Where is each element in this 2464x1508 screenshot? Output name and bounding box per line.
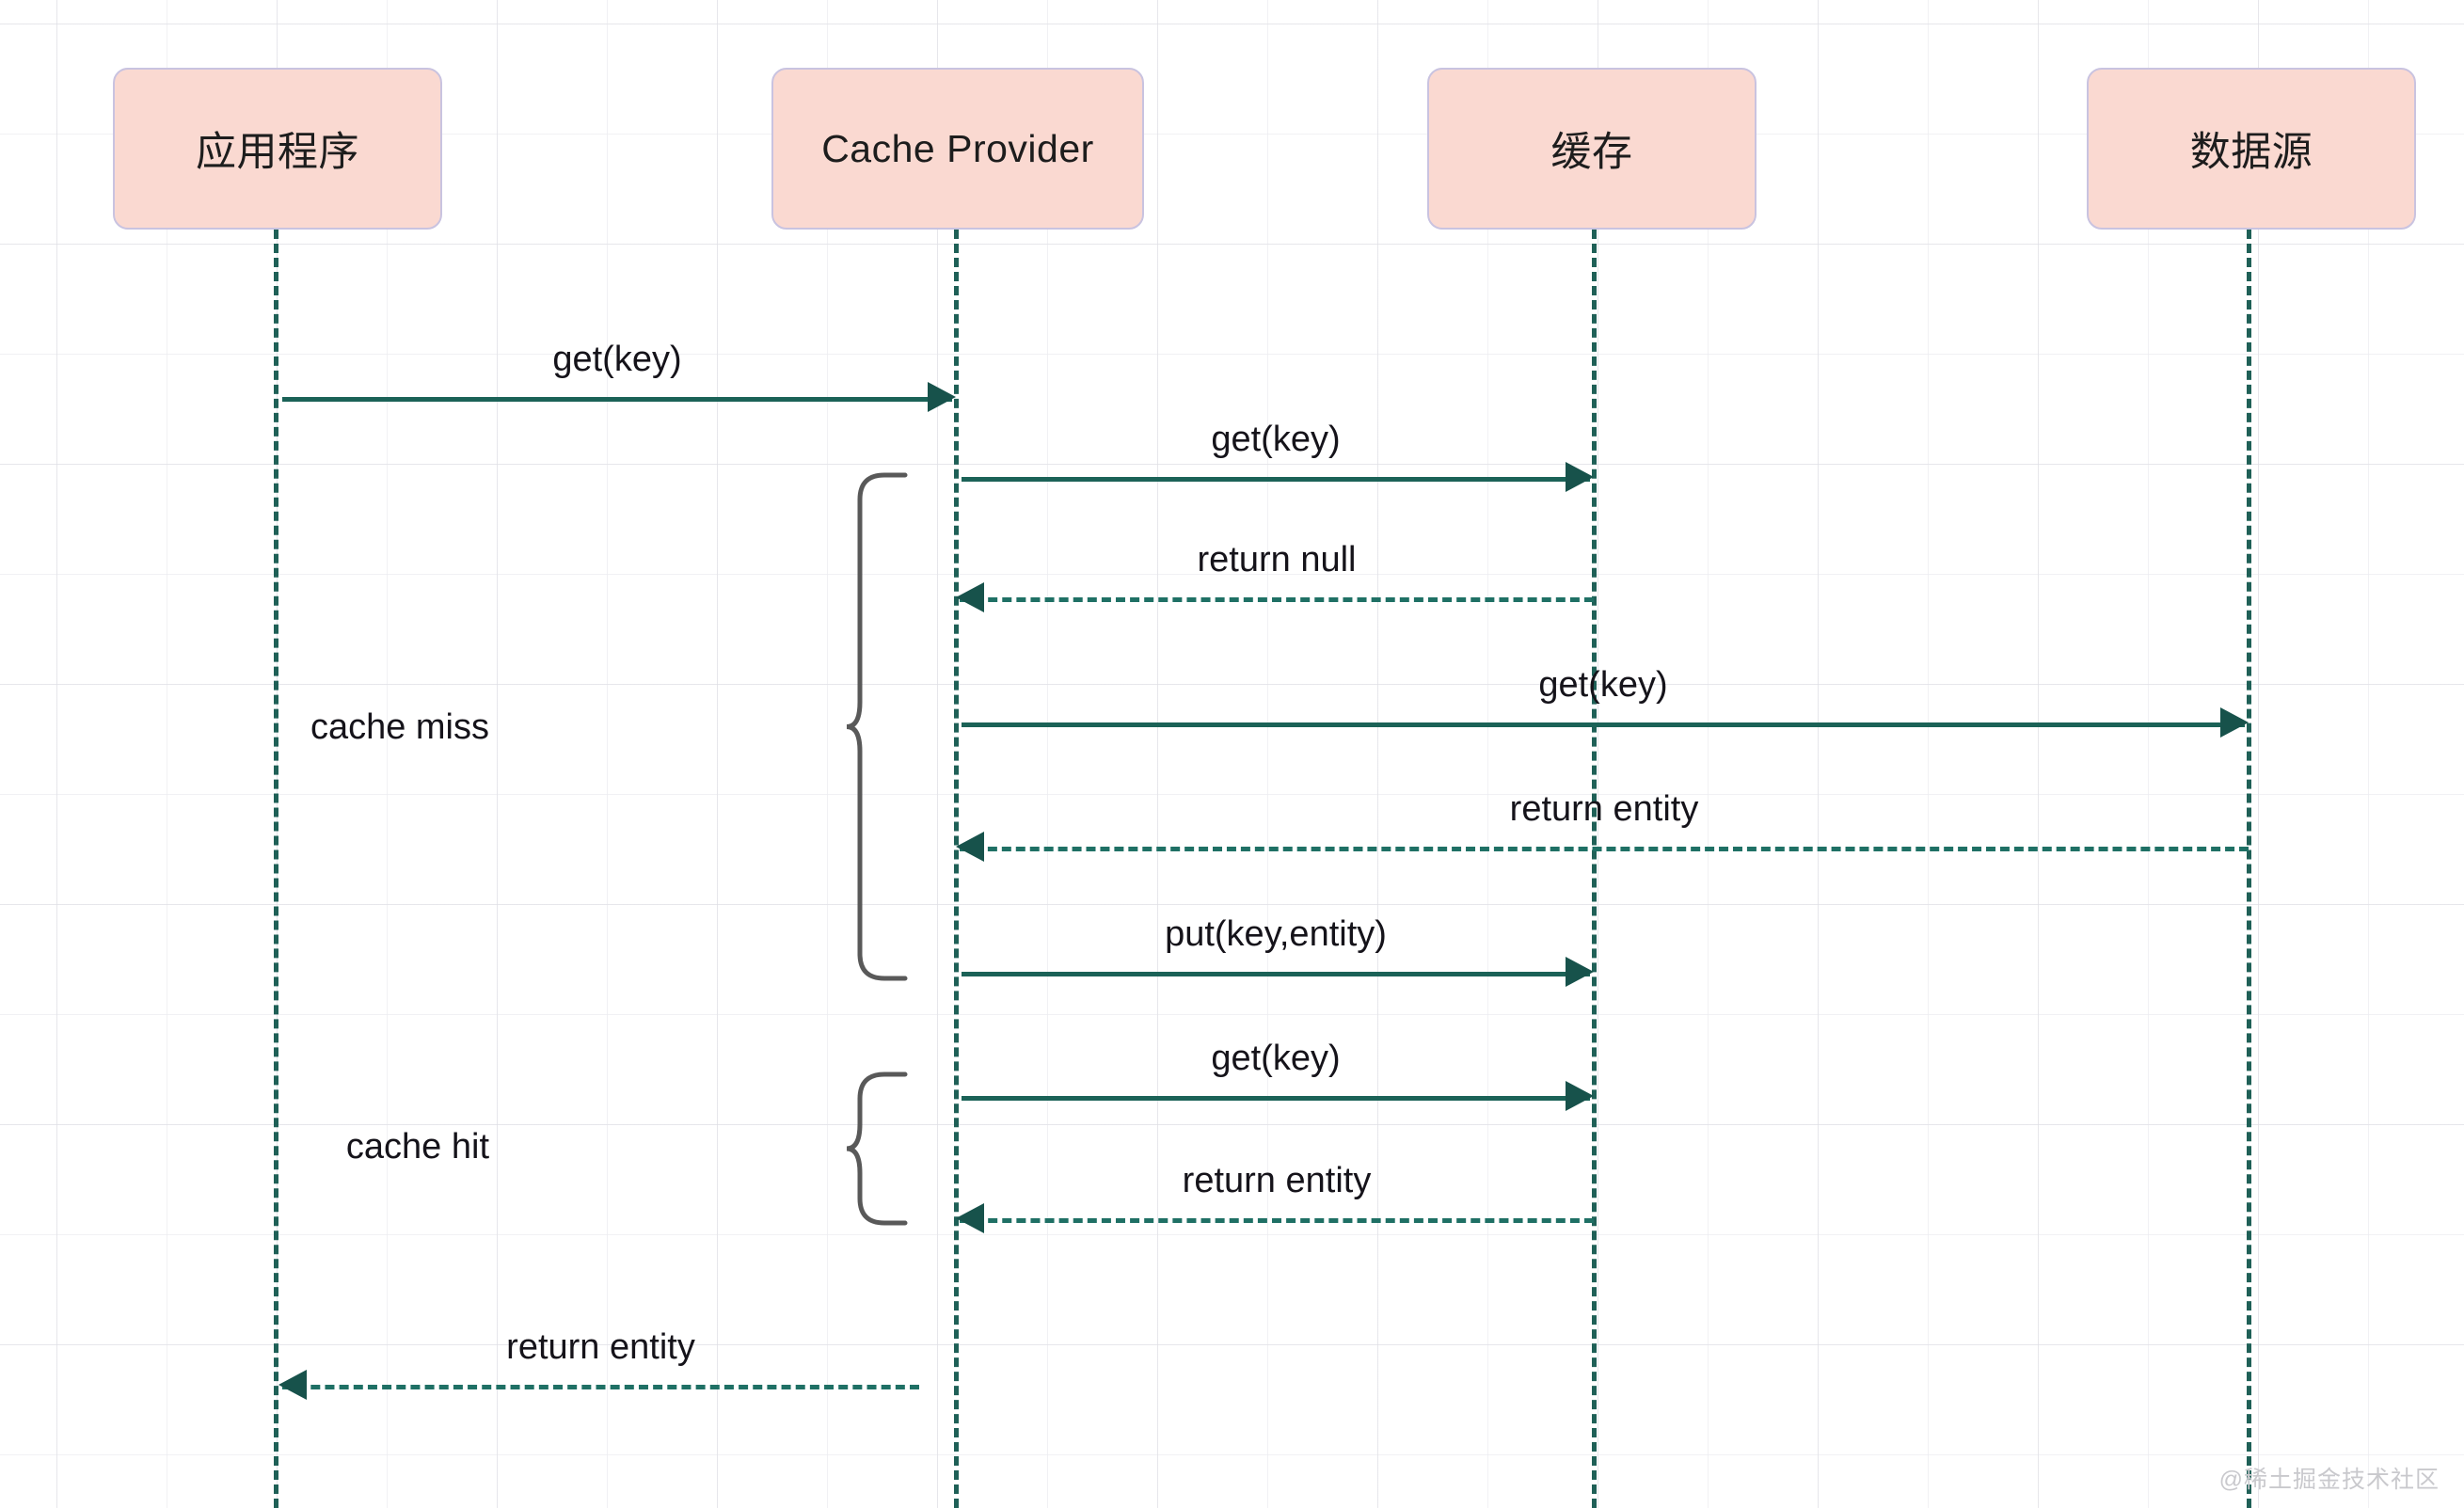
participant-box-app[interactable]: 应用程序 <box>113 68 442 230</box>
message-line <box>962 722 2245 727</box>
lifeline-source <box>2247 230 2251 1508</box>
message-label: return entity <box>1182 1161 1372 1200</box>
arrowhead-left-icon <box>956 1203 984 1233</box>
watermark-label: @稀土掘金技术社区 <box>2218 1467 2440 1493</box>
message-line <box>960 1218 1594 1223</box>
message-line <box>962 972 1590 976</box>
participant-label-app: 应用程序 <box>196 130 359 175</box>
arrowhead-right-icon <box>1566 957 1594 987</box>
message-label: get(key) <box>1211 420 1341 459</box>
participant-label-cache: 缓存 <box>1550 130 1633 175</box>
arrowhead-right-icon <box>1566 462 1594 492</box>
lifeline-app <box>274 230 278 1508</box>
message-label: put(key,entity) <box>1165 914 1387 954</box>
participant-box-source[interactable]: 数据源 <box>2087 68 2416 230</box>
participant-label-provider: Cache Provider <box>821 126 1094 170</box>
message-label: get(key) <box>1538 665 1668 705</box>
group-brace-g1 <box>846 472 908 981</box>
arrowhead-right-icon <box>1566 1081 1594 1111</box>
message-label: get(key) <box>1211 1039 1341 1078</box>
message-line <box>960 847 2249 851</box>
participant-box-cache[interactable]: 缓存 <box>1427 68 1757 230</box>
arrowhead-right-icon <box>928 382 956 412</box>
brace-icon <box>846 472 908 981</box>
message-line <box>962 1096 1590 1101</box>
lifeline-cache <box>1592 230 1597 1508</box>
message-label: get(key) <box>552 340 682 379</box>
participant-label-source: 数据源 <box>2189 130 2313 175</box>
group-label-g1: cache miss <box>310 707 489 747</box>
message-line <box>962 477 1590 482</box>
arrowhead-left-icon <box>278 1370 307 1400</box>
message-label: return entity <box>1509 789 1699 829</box>
participant-box-provider[interactable]: Cache Provider <box>771 68 1144 230</box>
group-label-g2: cache hit <box>345 1127 489 1167</box>
message-line <box>960 597 1594 602</box>
message-label: return null <box>1197 540 1357 579</box>
lifeline-provider <box>954 230 959 1508</box>
group-brace-g2 <box>846 1071 908 1226</box>
arrowhead-left-icon <box>956 582 984 612</box>
arrowhead-right-icon <box>2220 707 2249 738</box>
message-line <box>282 1385 919 1389</box>
message-label: return entity <box>506 1327 695 1367</box>
message-line <box>282 397 952 402</box>
arrowhead-left-icon <box>956 832 984 862</box>
brace-icon <box>846 1071 908 1226</box>
